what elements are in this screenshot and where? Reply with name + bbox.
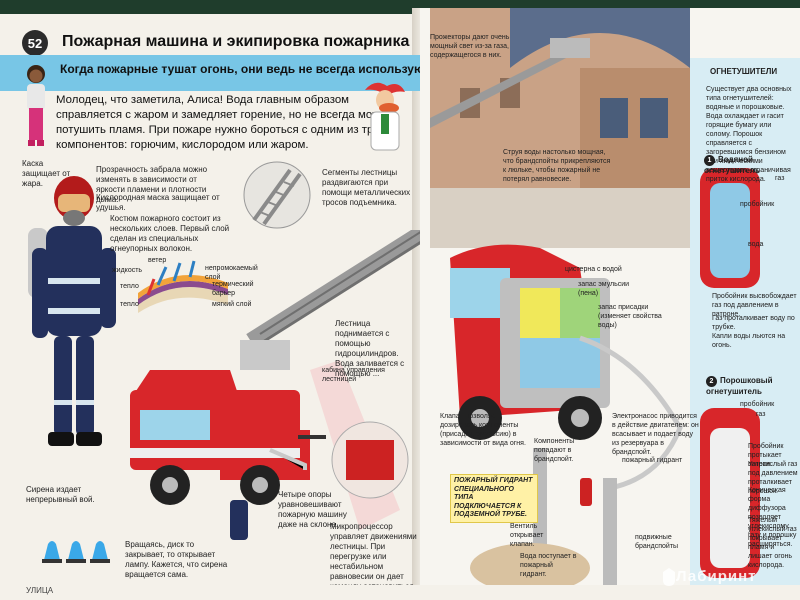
- powder-label-piercer: пробойник: [740, 401, 775, 408]
- caption-siren: Сирена издает непрерывный вой.: [26, 485, 95, 504]
- caption-searchlights: Прожекторы дают очень мощный свет из-за …: [430, 34, 510, 59]
- suit-layers-diagram: [138, 260, 228, 313]
- page-title: Пожарная машина и экипировка пожарника: [62, 33, 410, 50]
- water-label-piercer: пробойник: [740, 201, 775, 208]
- callout-underground-hydrant: ПОЖАРНЫЙ ГИДРАНТ СПЕЦИАЛЬНОГО ТИПА ПОДКЛ…: [450, 474, 538, 523]
- layer-heat-1: тепло: [120, 283, 139, 290]
- caption-siren-rotate: Вращаясь, диск то закрывает, то открывае…: [125, 540, 228, 579]
- powder-step-4: Тяжелый углекислый газ покрывает пламя и…: [748, 517, 797, 569]
- siren-lights: [42, 541, 110, 563]
- water-label-water: вода: [748, 241, 764, 248]
- caption-ladder: Лестница поднимается с помощью гидроцили…: [335, 319, 405, 378]
- layer-soft: мягкий слой: [212, 301, 252, 308]
- powder-step-2: Углекислый газ под давлением проталкивае…: [748, 461, 798, 495]
- answer-text: Молодец, что заметила, Алиса! Вода главн…: [56, 94, 391, 151]
- label-hydrant: пожарный гидрант: [622, 457, 683, 464]
- extinguishers-intro: Существует два основных типа огнетушител…: [706, 86, 792, 183]
- section-footer: УЛИЦА: [26, 586, 54, 595]
- footer-strip: [0, 585, 800, 600]
- caption-visor: Прозрачность забрала можно изменять в за…: [96, 165, 208, 204]
- caption-microprocessor: Микропроцессор управляет движениями лест…: [330, 522, 417, 591]
- label-additive: запас присадки (изменяет свойства воды): [598, 304, 662, 329]
- alice-illustration: [27, 65, 45, 146]
- caption-helmet: Каска защищает от жара.: [22, 159, 71, 188]
- ladder-closeup: [243, 161, 311, 229]
- caption-cabin: кабина управления лестницей: [322, 367, 385, 383]
- water-step-2: Газ проталкивает воду по трубке.: [712, 315, 795, 331]
- powder-step-1: Пробойник протыкает патрон.: [748, 443, 784, 468]
- page-number: 52: [22, 30, 48, 56]
- extinguishers-heading: ОГНЕТУШИТЕЛИ: [710, 67, 778, 76]
- caption-mask: Кислородная маска защищает от удушья.: [96, 193, 220, 212]
- question-text: Когда пожарные тушат огонь, они ведь не …: [60, 62, 470, 76]
- caption-components: Компоненты попадают в брандспойт.: [534, 438, 575, 463]
- question-band: [0, 55, 420, 91]
- caption-pump: Электронасос приводится в действие двига…: [612, 413, 699, 456]
- water-step-1: Пробойник высвобождает газ под давлением…: [712, 293, 797, 318]
- layer-waterproof: непромокаемый слой: [205, 265, 258, 281]
- firefighter-illustration: [28, 176, 116, 446]
- powder-label-gas: газ: [756, 411, 766, 418]
- label-hose-connector: подвижные брандспойты: [635, 534, 679, 550]
- caption-segments: Сегменты лестницы раздвигаются при помощ…: [322, 168, 411, 207]
- label-emulsion: запас эмульсии (пена): [578, 281, 630, 297]
- caption-water-in: Вода поступает в пожарный гидрант.: [520, 553, 577, 578]
- ladder-truck-illustration: [130, 230, 440, 540]
- labirint-logo-icon: [663, 568, 675, 586]
- caption-jet: Струя воды настолько мощная, что брандсп…: [503, 149, 611, 183]
- layer-wind: ветер: [148, 257, 167, 264]
- layer-thermal: термический барьер: [212, 281, 254, 297]
- water-label-gas: газ: [775, 175, 785, 182]
- powder-step-3: Коническая форма диффузора позволяет угл…: [748, 487, 797, 548]
- water-step-3: Капли воды льются на огонь.: [712, 333, 786, 349]
- layer-heat-2: тепло: [120, 301, 139, 308]
- caption-suit: Костюм пожарного состоит из нескольких с…: [110, 214, 230, 253]
- caption-supports: Четыре опоры уравновешивают пожарную маш…: [278, 490, 347, 529]
- label-tank: цистерна с водой: [565, 266, 622, 273]
- scientist-illustration: [365, 82, 405, 151]
- watermark: Лабиринт: [676, 568, 757, 585]
- caption-valve: Клапан позволяет дозировать компоненты (…: [440, 413, 526, 447]
- layer-liquid: жидкость: [112, 267, 143, 274]
- pumper-truck-scene: [430, 8, 800, 600]
- caption-valve-open: Вентиль открывает клапан.: [510, 523, 544, 548]
